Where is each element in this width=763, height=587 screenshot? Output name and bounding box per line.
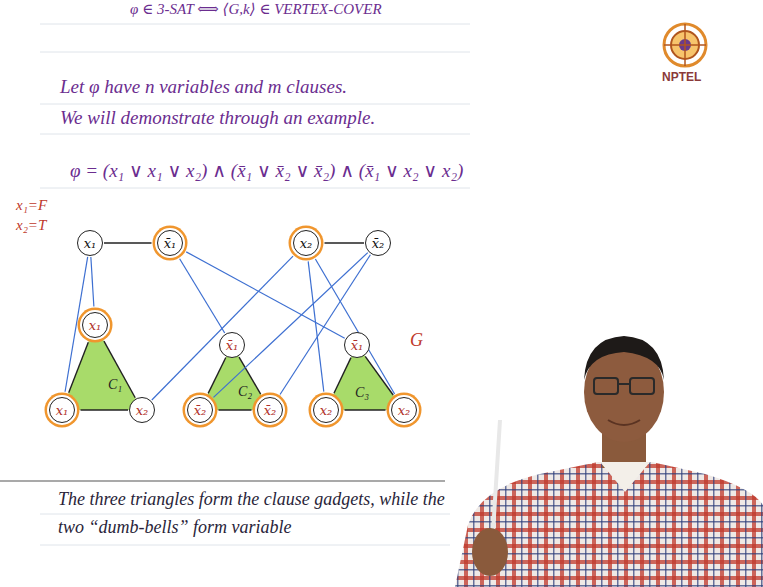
vertex-circle: x₂ (293, 230, 319, 256)
vertex-label: x̄₁ (226, 339, 239, 352)
link-edge (180, 259, 225, 333)
gadget-edge (104, 242, 152, 243)
logo-text: NPTEL (662, 70, 701, 84)
gadget-edge (345, 409, 386, 410)
vertex-label: x̄₂ (372, 237, 385, 250)
presenter-figure (455, 336, 763, 587)
vertex-circle: x₂ (391, 397, 417, 423)
clause-name: C₁ (108, 377, 122, 394)
vertex-label: x₂ (300, 237, 313, 250)
graph-name: G (410, 330, 423, 352)
vertex-circle: x₁ (49, 397, 75, 423)
link-edge (152, 256, 293, 400)
link-edge (186, 252, 344, 338)
vertex-circle: x̄₁ (219, 332, 245, 358)
slide-heading: φ ∈ 3-SAT ⟺ ⟨G,k⟩ ∈ VERTEX-COVER (130, 0, 382, 18)
vertex-circle: x̄₂ (365, 230, 391, 256)
link-edge (91, 257, 94, 307)
link-edge (213, 253, 367, 398)
vertex-label: x̄₁ (351, 339, 364, 352)
formula: φ = (x₁ ∨ x₁ ∨ x₂) ∧ (x̄₁ ∨ x̄₂ ∨ x̄₂) ∧… (70, 160, 463, 183)
vertex-label: x̄₁ (164, 237, 177, 250)
clause-name: C₃ (355, 385, 369, 402)
assignment-note: x₂=T (16, 216, 46, 234)
vertex-label: x₁ (89, 319, 102, 332)
vertex-label: x₂ (320, 404, 333, 417)
gadget-edge (365, 356, 393, 395)
gadget-edge (334, 358, 351, 394)
vertex-label: x₂ (136, 404, 149, 417)
vertex-circle: x̄₂ (257, 397, 283, 423)
vertex-circle: x̄₁ (344, 332, 370, 358)
vertex-circle: x₂ (129, 397, 155, 423)
separator-line (0, 480, 445, 481)
link-edge (308, 261, 324, 391)
assignment-note: x₁=F (16, 196, 47, 214)
gadget-edge (219, 409, 252, 410)
vertex-label: x₁ (84, 237, 97, 250)
ruled-lines (40, 24, 470, 545)
vertex-circle: x₂ (313, 397, 339, 423)
vertex-label: x₁ (56, 404, 69, 417)
note-text: Let φ have n variables and m clauses. (60, 76, 347, 99)
vertex-label: x̄₂ (264, 404, 277, 417)
vertex-circle: x₁ (82, 312, 108, 338)
vertex-label: x̄₂ (194, 404, 207, 417)
note-text: We will demonstrate through an example. (60, 107, 375, 130)
clause-name: C₂ (238, 384, 252, 401)
explanation-text: The three triangles form the clause gadg… (58, 486, 448, 542)
clause-triangles (62, 325, 404, 410)
gadget-edge (325, 242, 365, 243)
link-edge (280, 255, 370, 395)
nptel-logo (664, 24, 706, 66)
gadget-edge (104, 341, 135, 398)
vertex-circle: x̄₂ (187, 397, 213, 423)
vertex-circle: x₁ (77, 230, 103, 256)
gadget-edge (81, 409, 129, 410)
vertex-circle: x̄₁ (157, 230, 183, 256)
vertex-label: x₂ (398, 404, 411, 417)
